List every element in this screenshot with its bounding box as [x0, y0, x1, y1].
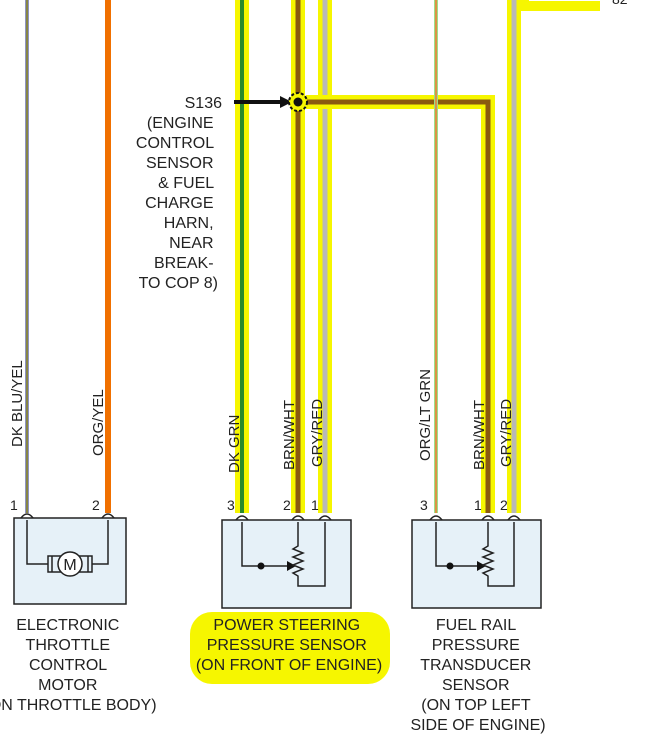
- pin-fuel-2: 2: [500, 497, 508, 513]
- wire-label-brn-wht-fuel: BRN/WHT: [471, 400, 488, 470]
- motor-symbol: M: [63, 557, 76, 574]
- top-right-wire: [519, 0, 600, 11]
- splice-description: (ENGINE CONTROL SENSOR & FUEL CHARGE HAR…: [136, 115, 218, 292]
- splice-s136: [234, 92, 308, 112]
- wire-label-brn-wht-ps: BRN/WHT: [281, 400, 298, 470]
- splice-id: S136: [185, 95, 222, 112]
- pin-ps-3: 3: [227, 497, 235, 513]
- wire-label-org-lt-grn: ORG/LT GRN: [417, 369, 434, 461]
- ps-sensor-connector: [221, 515, 352, 609]
- wire-label-gry-red-ps: GRY/RED: [309, 399, 326, 467]
- wire-label-dk-grn: DK GRN: [226, 415, 243, 473]
- top-right-fragment: 82: [612, 0, 628, 7]
- wire-label-gry-red-fuel: GRY/RED: [498, 399, 515, 467]
- wire-label-org-yel: ORG/YEL: [90, 389, 107, 456]
- throttle-motor-label: ELECTRONIC THROTTLE CONTROL MOTOR (ON TH…: [0, 617, 157, 714]
- ps-label-highlight: [190, 612, 390, 684]
- pin-throttle-1: 1: [10, 497, 18, 513]
- fuel-rail-label: FUEL RAIL PRESSURE TRANSDUCER SENSOR (ON…: [410, 617, 545, 734]
- pin-fuel-1: 1: [474, 497, 482, 513]
- pin-throttle-2: 2: [92, 497, 100, 513]
- pin-ps-1: 1: [311, 497, 319, 513]
- ps-sensor-label: POWER STEERING PRESSURE SENSOR (ON FRONT…: [196, 617, 382, 674]
- throttle-motor-connector: [13, 513, 127, 605]
- wire-label-dk-blu-yel: DK BLU/YEL: [9, 360, 26, 447]
- pin-fuel-3: 3: [420, 497, 428, 513]
- fuel-rail-connector: [411, 515, 542, 609]
- pin-ps-2: 2: [283, 497, 291, 513]
- splice-branch-wire: [306, 95, 495, 513]
